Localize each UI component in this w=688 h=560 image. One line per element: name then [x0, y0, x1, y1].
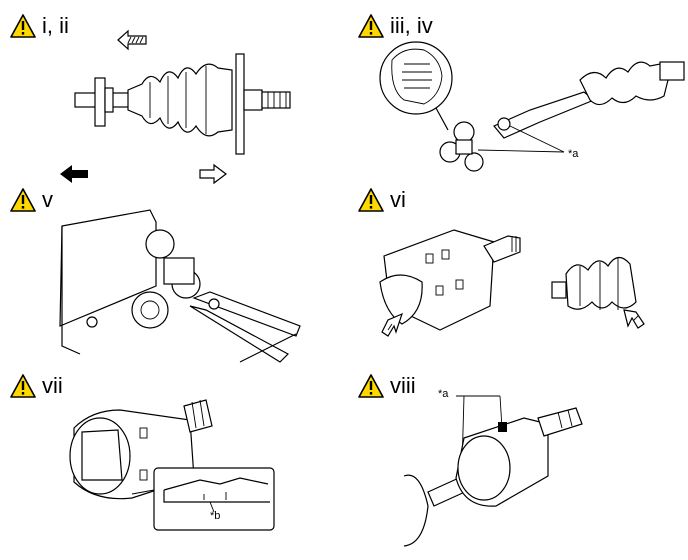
- step-header-i-ii: i, ii: [10, 14, 69, 38]
- outline-arrow-right-icon: [199, 163, 227, 185]
- step-label: i, ii: [42, 13, 69, 38]
- callout-a: *a: [568, 148, 579, 160]
- panel-step-vi: vi: [344, 186, 688, 366]
- tripod-joint-illustration: [379, 41, 685, 172]
- step-label: viii: [390, 373, 416, 398]
- snap-ring-groove-illustration: [69, 399, 275, 531]
- step-label: vii: [42, 373, 63, 398]
- step-label: iii, iv: [390, 13, 433, 38]
- panel-step-viii: viii *a: [344, 366, 688, 560]
- step-label: v: [42, 187, 53, 212]
- panel-step-vii: vii *b: [0, 366, 340, 560]
- hatched-arrow-up-right-icon: [381, 312, 403, 337]
- panel-step-v: v: [0, 186, 340, 366]
- step-label: vi: [390, 187, 406, 212]
- callout-b: *b: [210, 510, 221, 522]
- snap-ring-removal-illustration: [59, 209, 301, 363]
- panel-step-iii-iv: iii, iv *a: [344, 0, 688, 186]
- panel-step-i-ii: i, ii: [0, 0, 340, 186]
- callout-a: *a: [438, 388, 449, 400]
- outboard-joint-and-boot-illustration: [379, 229, 645, 337]
- step-header-iii-iv: iii, iv: [358, 14, 433, 38]
- hatched-arrow-left-icon: [117, 29, 147, 51]
- step-header-vii: vii: [10, 374, 63, 398]
- solid-arrow-left-icon: [60, 165, 88, 183]
- alignment-mark-illustration: [403, 395, 583, 547]
- step-header-viii: viii: [358, 374, 416, 398]
- step-header-vi: vi: [358, 188, 406, 212]
- step-header-v: v: [10, 188, 53, 212]
- hatched-arrow-up-left-icon: [623, 309, 645, 329]
- boot-removal-illustration: [60, 29, 291, 185]
